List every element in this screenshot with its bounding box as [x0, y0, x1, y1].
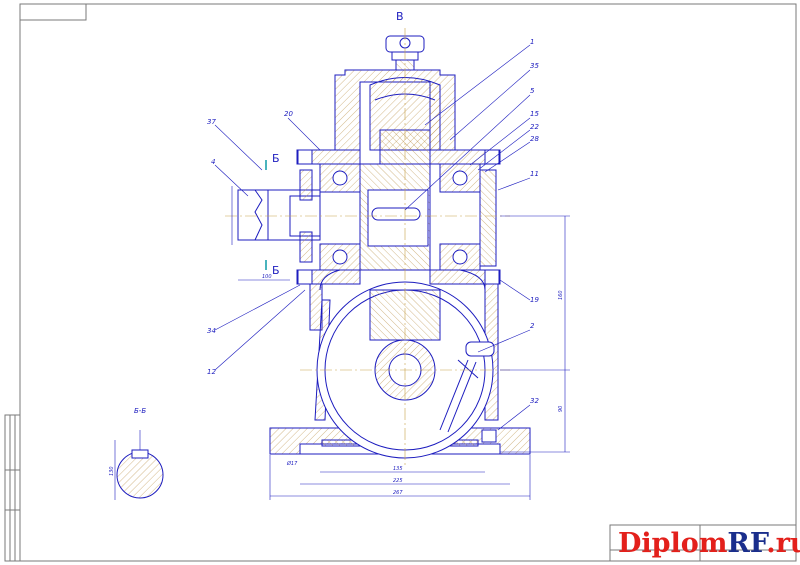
dimension-lines: [214, 44, 570, 500]
watermark-part1: Diplom: [618, 528, 728, 559]
callout-1: 1: [530, 38, 534, 46]
callout-12: 12: [207, 368, 216, 376]
gearbox-housing: [237, 35, 531, 459]
callout-35: 35: [530, 62, 539, 70]
dim-160: 160: [558, 290, 564, 300]
dim-130: 130: [109, 466, 115, 476]
callout-15: 15: [530, 110, 539, 118]
dim-100: 100: [262, 274, 272, 280]
callout-19: 19: [530, 296, 539, 304]
callout-28: 28: [530, 135, 539, 143]
dim-267: 267: [393, 490, 403, 496]
section-bb-detail: [114, 430, 164, 500]
callout-5: 5: [530, 87, 535, 95]
callout-20: 20: [284, 110, 293, 118]
section-marker-bottom: Б: [272, 264, 280, 277]
dim-225: 225: [393, 478, 403, 484]
center-lines: [225, 28, 510, 465]
watermark-part3: .ru: [766, 528, 800, 559]
callout-11: 11: [530, 170, 539, 178]
watermark-part2: RF: [727, 528, 767, 559]
watermark-logo: DiplomRF.ru: [618, 527, 800, 561]
dim-90: 90: [558, 406, 564, 412]
callout-2: 2: [530, 322, 535, 330]
callout-34: 34: [207, 327, 216, 335]
view-label: B: [396, 10, 404, 23]
callout-22: 22: [530, 123, 539, 131]
dim-17: Ø17: [286, 460, 298, 467]
section-title: Б-Б: [134, 407, 146, 415]
callout-4: 4: [211, 158, 215, 166]
callout-32: 32: [530, 397, 539, 405]
callout-37: 37: [207, 118, 216, 126]
section-marker-top: Б: [272, 152, 280, 165]
sheet-frame: [4, 3, 797, 562]
dim-135: 135: [393, 466, 403, 472]
